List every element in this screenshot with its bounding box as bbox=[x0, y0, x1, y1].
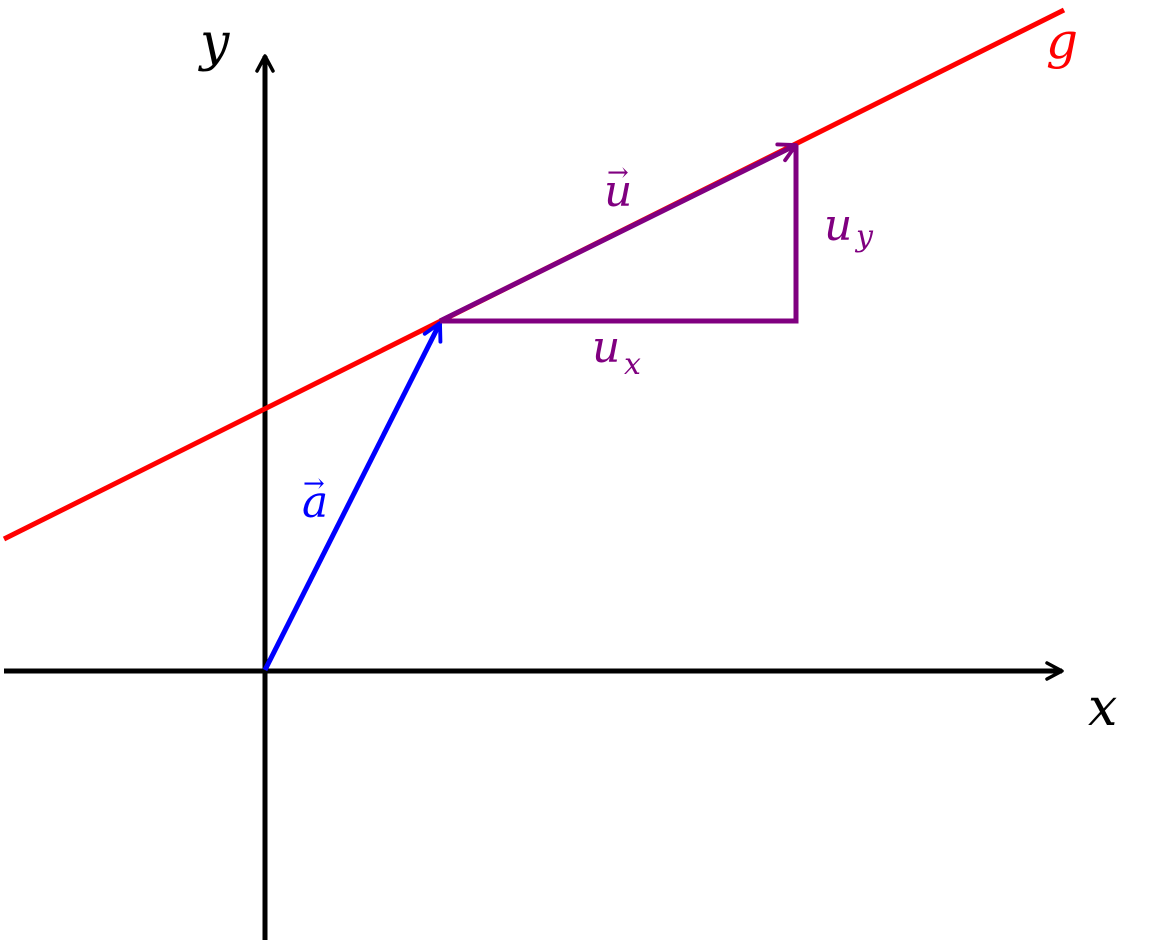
vector-a-arrow-mark: → bbox=[303, 469, 325, 499]
component-uy-subscript: y bbox=[854, 219, 874, 254]
y-axis-label: y bbox=[198, 13, 230, 73]
line-g-label: g bbox=[1046, 12, 1078, 70]
component-ux-label: u x bbox=[592, 322, 641, 382]
component-triangle bbox=[440, 145, 799, 324]
component-ux-base: u bbox=[592, 322, 620, 373]
vector-u-label: u bbox=[604, 166, 632, 217]
component-uy-base: u bbox=[824, 200, 852, 251]
vector-a bbox=[262, 321, 443, 672]
component-uy-label: u y bbox=[824, 200, 874, 254]
vector-u-arrow-mark: → bbox=[607, 158, 629, 188]
vector-a-label: a bbox=[302, 477, 328, 528]
component-ux-subscript: x bbox=[624, 347, 641, 382]
vector-u bbox=[438, 142, 798, 324]
x-axis-label: x bbox=[1088, 678, 1117, 738]
